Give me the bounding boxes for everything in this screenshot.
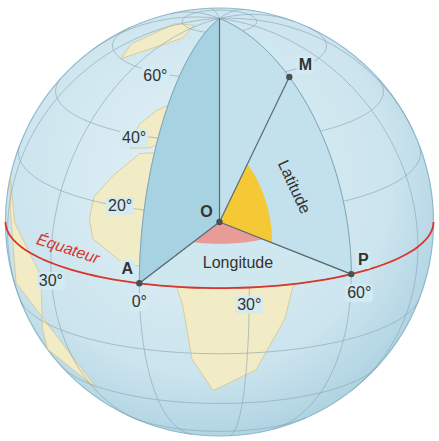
point-dot xyxy=(216,219,222,225)
latitude-degree: 20° xyxy=(106,197,134,215)
point-name: M xyxy=(297,56,314,74)
radius-line xyxy=(219,18,220,222)
parallel xyxy=(133,418,306,432)
graticule xyxy=(8,8,421,435)
radii xyxy=(139,18,351,283)
angle-name: Longitude xyxy=(201,254,275,272)
cutaway-planes xyxy=(139,18,351,288)
meridian xyxy=(220,18,352,429)
point-dot xyxy=(136,280,142,286)
meridian xyxy=(51,18,220,420)
meridian xyxy=(220,14,294,21)
equator-line xyxy=(6,222,434,288)
meridian xyxy=(220,9,245,18)
parallel xyxy=(62,367,377,404)
landmass xyxy=(121,24,195,59)
longitude-degree: 30° xyxy=(37,272,65,290)
point-name: P xyxy=(356,251,371,269)
globe-sphere xyxy=(6,8,434,436)
landmass xyxy=(10,179,97,389)
meridian xyxy=(139,18,219,434)
latitude-angle xyxy=(220,164,273,243)
point-name: A xyxy=(120,260,136,278)
point-dot xyxy=(286,74,292,80)
longitude-degree: 60° xyxy=(345,284,373,302)
longitude-degree: 30° xyxy=(235,296,263,314)
latitude-degree: 40° xyxy=(120,129,148,147)
point-dot xyxy=(348,271,354,277)
point-name: O xyxy=(198,203,214,221)
prime-meridian-plane xyxy=(139,18,219,283)
latitude-degree: 60° xyxy=(141,67,169,85)
radius-line xyxy=(139,222,219,283)
radius-line xyxy=(220,77,290,222)
meridian xyxy=(220,18,418,389)
longitude-degree: 0° xyxy=(130,293,149,311)
parallel xyxy=(20,300,418,353)
